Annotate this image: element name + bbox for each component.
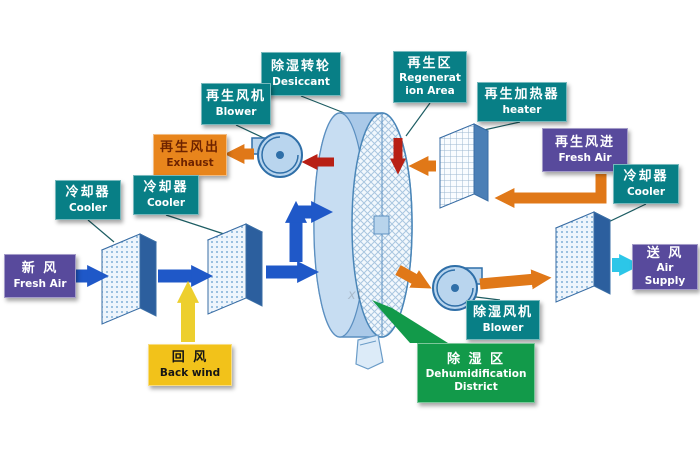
label-back-wind-en: Back wind xyxy=(159,366,221,379)
label-regeneration-blower: 再生风机 Blower xyxy=(201,83,271,125)
label-regeneration-blower-zh: 再生风机 xyxy=(206,89,267,105)
label-air-supply-zh: 送 风 xyxy=(646,245,684,261)
label-dehumidification-blower-zh: 除湿风机 xyxy=(472,305,533,321)
label-back-wind: 回 风 Back wind xyxy=(148,344,232,386)
label-desiccant-wheel-en: Desiccant xyxy=(272,75,330,88)
label-regeneration-area-zh: 再生区 xyxy=(407,55,453,71)
label-cooler-2-zh: 冷却器 xyxy=(143,180,189,196)
label-regeneration-heater-zh: 再生加热器 xyxy=(484,87,560,103)
heater-unit xyxy=(438,123,490,209)
label-exhaust: 再生风出 Exhaust xyxy=(153,134,227,176)
label-cooler-2: 冷却器 Cooler xyxy=(133,175,199,215)
desiccant-wheel xyxy=(313,112,413,338)
label-desiccant-wheel: 除湿转轮 Desiccant xyxy=(261,52,341,96)
label-cooler-3: 冷却器 Cooler xyxy=(613,164,679,204)
label-regeneration-blower-en: Blower xyxy=(215,105,257,118)
label-cooler-3-zh: 冷却器 xyxy=(623,169,669,185)
label-cooler-2-en: Cooler xyxy=(146,196,186,209)
label-cooler-1: 冷却器 Cooler xyxy=(55,180,121,220)
label-dehumidification-blower: 除湿风机 Blower xyxy=(466,300,540,340)
arrow-fan-to-cooler3 xyxy=(479,269,552,290)
cooler-unit-right xyxy=(554,211,612,303)
label-fresh-air-en: Fresh Air xyxy=(13,277,67,290)
label-exhaust-zh: 再生风出 xyxy=(159,140,220,156)
arrow-wheel-to-dehumidfan xyxy=(395,265,432,289)
dehumidification-district-pointer xyxy=(372,300,448,343)
dehumidification-blower-fan xyxy=(432,265,483,311)
regeneration-blower-fan xyxy=(251,132,303,178)
label-back-wind-zh: 回 风 xyxy=(171,350,209,366)
label-dehumidification-district-zh: 除 湿 区 xyxy=(446,351,506,367)
label-fresh-air: 新 风 Fresh Air xyxy=(4,254,76,298)
label-cooler-1-en: Cooler xyxy=(68,201,108,214)
watermark-text: xt xyxy=(348,288,363,303)
label-regeneration-heater-en: heater xyxy=(502,103,542,116)
label-regeneration-fresh-air-en: Fresh Air xyxy=(558,151,612,164)
label-cooler-1-zh: 冷却器 xyxy=(65,185,111,201)
label-air-supply-en: Air Supply xyxy=(644,262,686,288)
label-exhaust-en: Exhaust xyxy=(166,156,214,169)
label-regeneration-area-en: Regeneration Area xyxy=(399,72,461,98)
arrow-regenfresh-to-heater xyxy=(494,174,607,208)
cooler-unit-left-1 xyxy=(100,233,158,325)
label-regeneration-fresh-air-zh: 再生风进 xyxy=(554,135,615,151)
label-regeneration-heater: 再生加热器 heater xyxy=(477,82,567,122)
label-fresh-air-zh: 新 风 xyxy=(21,261,59,277)
label-cooler-3-en: Cooler xyxy=(626,185,666,198)
label-air-supply: 送 风 Air Supply xyxy=(632,244,698,290)
label-dehumidification-blower-en: Blower xyxy=(482,321,524,334)
cooler-unit-left-2 xyxy=(206,223,264,315)
process-air-arrows xyxy=(76,200,334,287)
wheel-hub xyxy=(373,215,390,235)
label-desiccant-wheel-zh: 除湿转轮 xyxy=(270,59,331,75)
label-dehumidification-district: 除 湿 区 Dehumidification District xyxy=(417,343,535,403)
label-dehumidification-district-en: Dehumidification District xyxy=(425,368,527,394)
label-regeneration-area: 再生区 Regeneration Area xyxy=(393,51,467,103)
sheet-icon xyxy=(355,334,384,370)
